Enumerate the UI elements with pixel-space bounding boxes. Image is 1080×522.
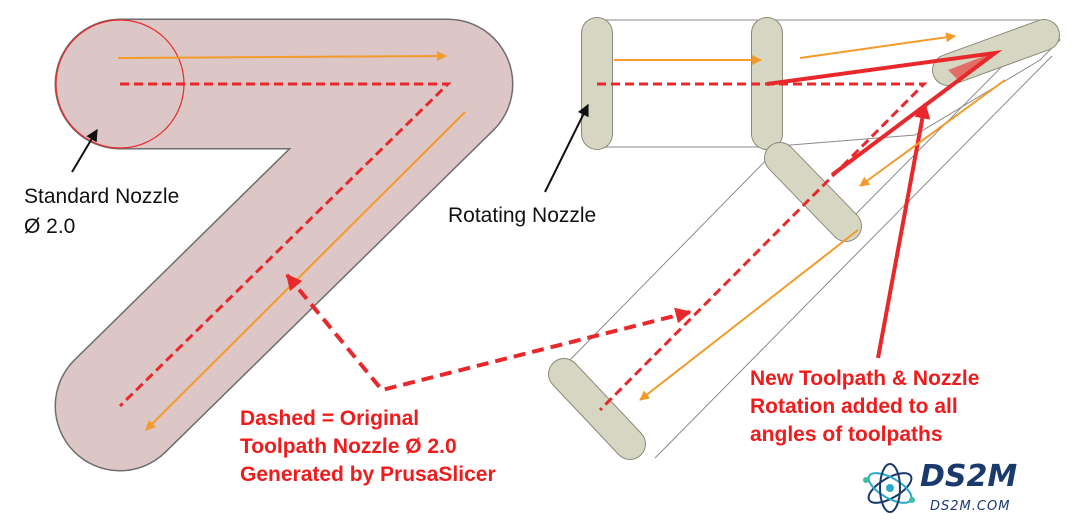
rotating-nozzle-capsule-5 [548, 358, 646, 460]
new-toolpath-label-3: angles of toolpaths [750, 423, 943, 446]
rotating-nozzle-capsule-4 [764, 142, 862, 242]
ds2m-logo: DS2M DS2M.COM [863, 459, 1017, 514]
new-toolpath-tip [948, 52, 995, 82]
new-toolpath-solid [766, 49, 1003, 177]
new-toolpath-label-1: New Toolpath & Nozzle [750, 367, 979, 390]
rotating-swath-top [596, 19, 1061, 148]
rotating-nozzle-label: Rotating Nozzle [448, 204, 596, 227]
rot-feed-arrow-top-2 [799, 32, 956, 59]
rotating-toolpath-dashed [597, 82, 928, 412]
logo-url: DS2M.COM [930, 499, 1010, 514]
rot-feed-arrow-diagonal-2 [639, 229, 859, 401]
dashed-legend-line-1: Dashed = Original [240, 407, 419, 430]
standard-toolpath-dashed [118, 82, 452, 408]
new-toolpath-arrow [876, 102, 931, 359]
standard-nozzle-pointer [71, 128, 98, 173]
standard-nozzle-diameter: Ø 2.0 [24, 215, 75, 238]
rotating-swath-edge-left [565, 145, 781, 365]
atom-icon [863, 463, 915, 513]
dashed-legend-line-2: Toolpath Nozzle Ø 2.0 [240, 435, 457, 458]
feed-arrow-top [117, 51, 447, 62]
dashed-callout-line [285, 273, 692, 393]
rotating-nozzle-pointer [544, 103, 589, 193]
dashed-legend-line-3: Generated by PrusaSlicer [240, 463, 496, 486]
dashed-callout-arrows [285, 273, 692, 393]
feed-arrow-diagonal [145, 111, 466, 431]
standard-nozzle-label: Standard Nozzle [24, 185, 179, 208]
logo-name: DS2M [920, 459, 1017, 494]
rot-feed-arrow-diagonal-1 [859, 79, 1006, 187]
rotating-nozzle-diagram [544, 17, 1061, 460]
new-toolpath-label-2: Rotation added to all [750, 395, 958, 418]
standard-nozzle-diagram [54, 18, 514, 472]
rotating-swath-edge-right [654, 55, 1053, 459]
